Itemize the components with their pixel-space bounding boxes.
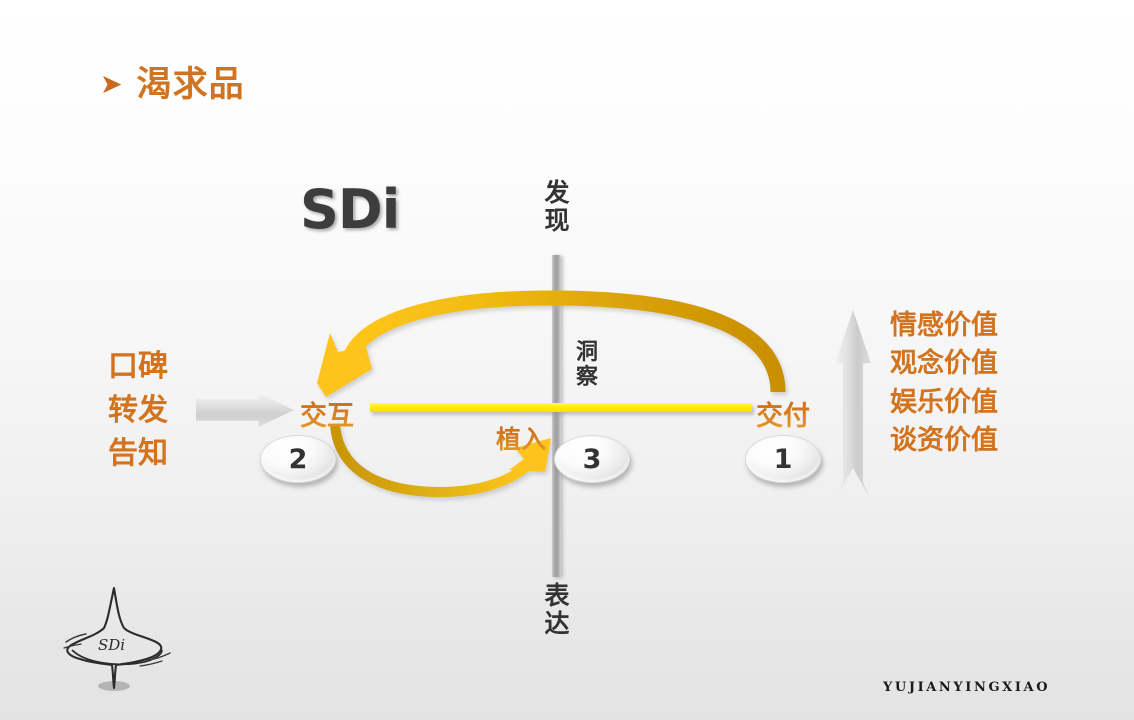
left-value-item: 告知: [108, 436, 168, 471]
arc-deliver-to-interact: [317, 290, 786, 397]
right-value-item: 情感价值: [890, 310, 998, 341]
gray-right-arrow-icon: [196, 393, 294, 427]
stage-number-interact: 2: [260, 435, 336, 483]
stage-label-interact: 交互: [300, 394, 354, 433]
stage-label-deliver: 交付: [756, 394, 810, 433]
spinning-top-logo: SDi: [63, 586, 171, 691]
page-title: ➤ 渴求品: [100, 68, 245, 103]
left-value-item: 口碑: [108, 349, 168, 384]
page-title-text: 渴求品: [136, 65, 245, 105]
right-value-item: 娱乐价值: [890, 386, 998, 418]
stage-number-deliver: 1: [745, 435, 821, 483]
vertical-axis-line: [552, 255, 561, 577]
logo-text: SDi: [98, 636, 125, 654]
right-value-list: 情感价值 观念价值 娱乐价值 谈资价值: [890, 307, 998, 460]
stage-label-implant: 植入: [496, 420, 546, 456]
axis-label-express: 表达: [544, 581, 570, 638]
right-value-item: 观念价值: [890, 348, 998, 380]
right-value-item: 谈资价值: [890, 424, 998, 456]
stage-number-insight: 3: [554, 435, 630, 483]
sdi-wordmark: SDi: [300, 178, 400, 241]
axis-label-insight: 洞察: [575, 340, 598, 391]
axis-label-discover: 发现: [544, 178, 570, 235]
left-value-item: 转发: [108, 392, 168, 428]
arrow-bullet-icon: ➤: [100, 69, 123, 100]
footer-brand: YUJIANYINGXIAO: [883, 680, 1051, 695]
vertical-double-arrow-icon: [835, 310, 871, 500]
left-value-stack: 口碑 转发 告知: [108, 345, 168, 476]
yellow-connector-line: [370, 403, 752, 412]
